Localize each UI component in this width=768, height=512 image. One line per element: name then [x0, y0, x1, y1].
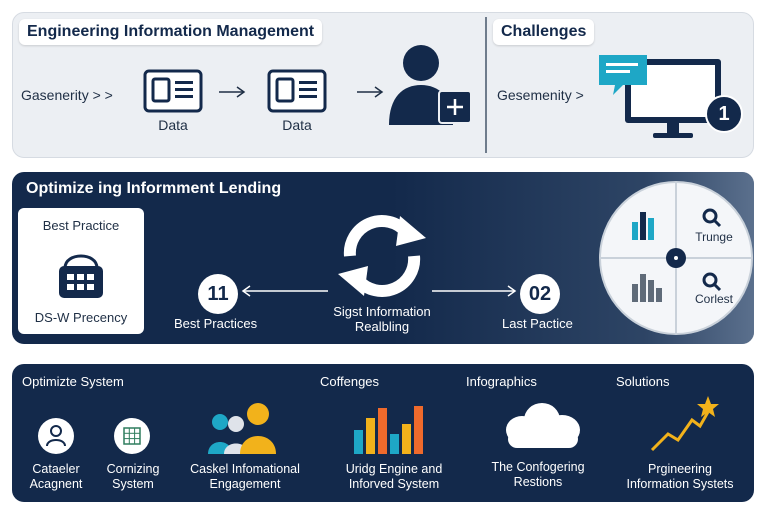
monitor-icon: [599, 55, 721, 138]
flow-start-arrows: > >: [92, 87, 113, 103]
challenges-label: Gesemenity: [497, 87, 572, 103]
optimize-title: Optimize ing Informment Lending: [26, 180, 282, 197]
header-challenges: Coffenges: [320, 374, 380, 389]
flow-step1-label: Data: [158, 117, 188, 133]
bar-chart-icon: [632, 212, 654, 240]
flow-step2-label: Data: [282, 117, 312, 133]
document-icon: [267, 69, 327, 113]
challenges-title: Challenges: [493, 19, 595, 45]
item-caption-line2: Inforved System: [348, 477, 440, 491]
header-infographics: Infographics: [466, 374, 537, 389]
refresh-icon: [338, 215, 426, 297]
header-solutions: Solutions: [616, 374, 670, 389]
item-caption-line1: Uridg Engine and: [345, 462, 443, 476]
document-icon: [143, 69, 203, 113]
card-caption: DS-W Precency: [34, 310, 128, 325]
item-caption-line2: Restions: [513, 475, 563, 489]
center-label-line1: Sigst Information: [333, 304, 431, 319]
item-caption-line1: Prgineering: [648, 462, 712, 476]
item-caption-line2: System: [112, 477, 154, 491]
arrow-right-icon: [357, 86, 384, 98]
magnifier-icon: [702, 272, 722, 292]
item-caption: Uridg Engine and Inforved System: [328, 462, 460, 492]
user-circle-icon: [38, 418, 74, 454]
header-optimize: Optimizte System: [22, 374, 124, 389]
item-caption-line2: Information Systets: [626, 477, 734, 491]
basket-icon: [59, 254, 103, 298]
challenges-arrow: >: [575, 87, 584, 103]
quadrant-label-1: Trunge: [695, 230, 733, 244]
item-caption: Caskel Infomational Engagement: [176, 462, 314, 492]
optimize-panel: Optimize ing Informment Lending Best Pra…: [12, 172, 754, 344]
arrow-right-icon: [219, 86, 246, 98]
panel-divider: [485, 17, 487, 153]
center-label: Sigst Information Realbling: [312, 304, 452, 334]
quadrant-circle: [599, 181, 753, 335]
challenges-label-row: Gesemenity >: [497, 87, 584, 103]
flow-start-label: Gasenerity: [21, 87, 89, 103]
step-02-label: Last Pactice: [502, 316, 573, 331]
challenges-badge: 1: [705, 95, 743, 133]
solutions-panel: Optimizte System Coffenges Infographics …: [12, 364, 754, 502]
item-caption: The Confogering Restions: [472, 460, 604, 490]
step-11-label: Best Practices: [174, 316, 258, 331]
eim-title: Engineering Information Management: [19, 19, 323, 45]
item-caption-line1: Caskel Infomational: [190, 462, 300, 476]
item-caption-line1: The Confogering: [491, 460, 585, 474]
growth-star-icon: [650, 396, 719, 452]
card-title: Best Practice: [42, 218, 120, 233]
magnifier-icon: [702, 208, 722, 228]
step-11-badge: 11: [198, 274, 238, 314]
people-group-icon: [208, 403, 276, 454]
item-caption: Prgineering Information Systets: [612, 462, 748, 492]
eim-panel: Engineering Information Management Gasen…: [12, 12, 754, 158]
user-add-icon: [389, 45, 472, 125]
cloud-icon: [506, 403, 580, 448]
item-caption-line2: Engagement: [209, 477, 281, 491]
bar-chart-icon: [632, 274, 662, 302]
arrow-left-icon: [241, 285, 328, 297]
bar-chart-icon: [354, 406, 423, 454]
best-practice-card: Best Practice DS-W Precency: [18, 208, 144, 334]
item-caption-line1: Cornizing: [106, 462, 160, 476]
item-caption-line2: Acagnent: [29, 477, 83, 491]
step-02-badge: 02: [520, 274, 560, 314]
flow-start: Gasenerity > >: [21, 87, 113, 103]
arrow-right-icon: [432, 285, 517, 297]
quadrant-label-2: Corlest: [694, 292, 733, 306]
item-caption-line1: Cataeler: [32, 462, 80, 476]
item-caption: Cataeler Acagnent: [14, 462, 98, 492]
item-caption: Cornizing System: [90, 462, 176, 492]
grid-cube-icon: [114, 418, 150, 454]
center-label-line2: Realbling: [354, 319, 410, 334]
